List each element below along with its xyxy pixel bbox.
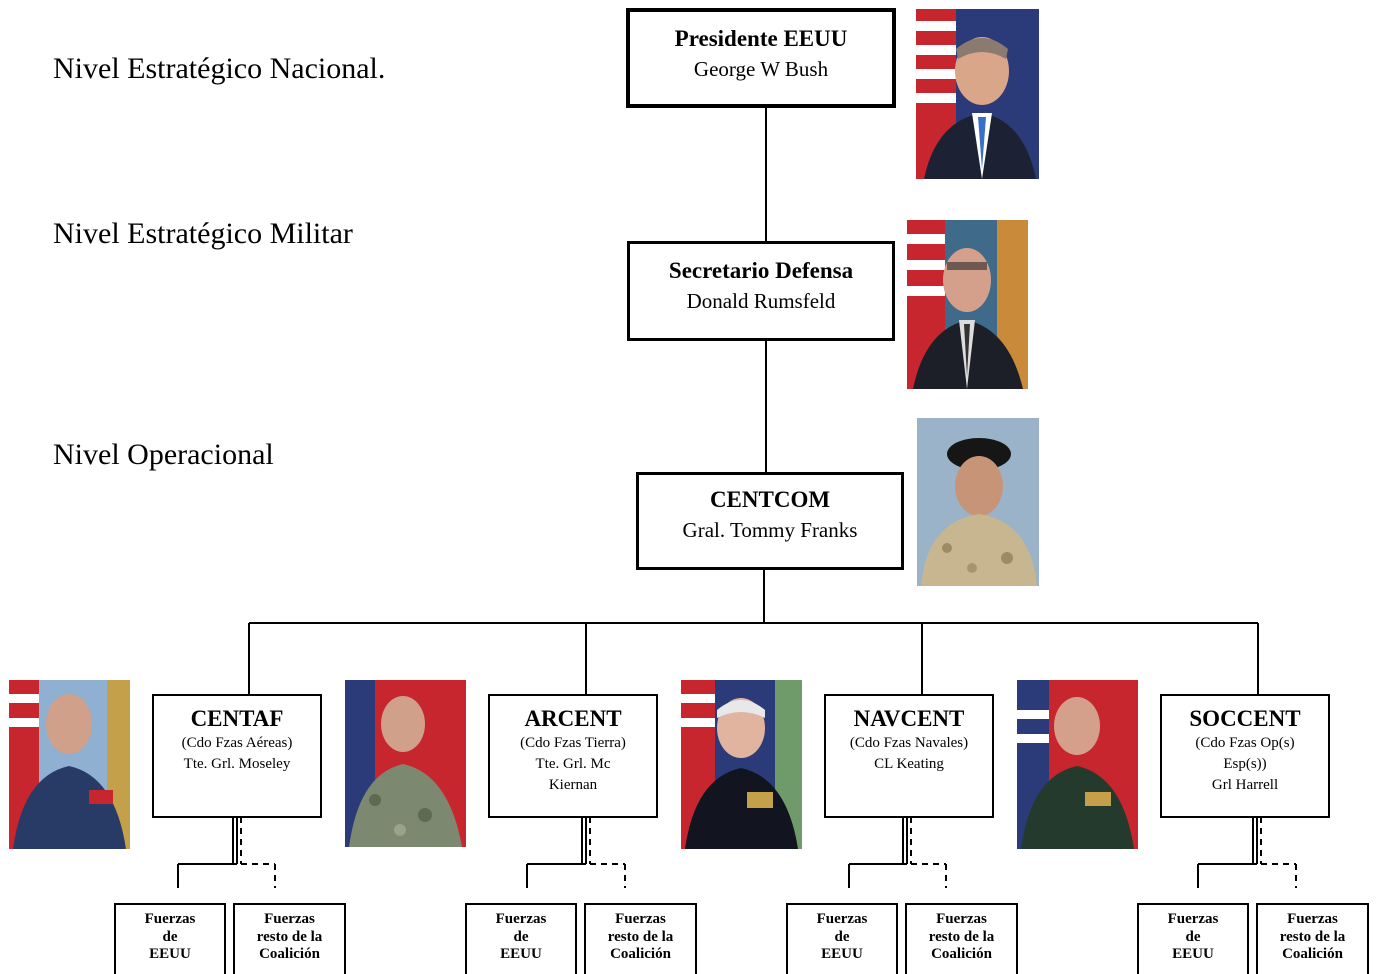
portrait-moseley	[9, 680, 130, 849]
command-line: Esp(s))	[1223, 756, 1267, 772]
secretary-title: Secretario Defensa	[668, 258, 854, 283]
centcom-title: CENTCOM	[709, 487, 831, 512]
portrait-franks	[917, 418, 1039, 586]
command-line: Kiernan	[548, 777, 598, 793]
command-line: (Cdo Fzas Aéreas)	[181, 735, 293, 751]
command-line: CL Keating	[874, 756, 944, 772]
command-line: (Cdo Fzas Navales)	[849, 735, 969, 751]
command-line: Tte. Grl. Moseley	[183, 756, 291, 772]
command-box-soccent: SOCCENT (Cdo Fzas Op(s) Esp(s)) Grl Harr…	[1160, 694, 1330, 818]
portrait-mckiernan	[345, 680, 466, 847]
portrait-keating	[681, 680, 802, 849]
level-operational: Nivel Operacional	[53, 438, 274, 471]
secretary-name: Donald Rumsfeld	[686, 289, 836, 313]
command-line: Tte. Grl. Mc	[535, 756, 611, 772]
portrait-rumsfeld	[907, 220, 1028, 389]
command-box-centaf: CENTAF (Cdo Fzas Aéreas) Tte. Grl. Mosel…	[152, 694, 322, 818]
command-line: Grl Harrell	[1211, 777, 1279, 793]
command-title: CENTAF	[190, 706, 284, 731]
president-box: Presidente EEUU George W Bush	[626, 8, 896, 108]
portrait-bush	[916, 9, 1039, 179]
president-name: George W Bush	[693, 57, 829, 81]
command-box-arcent: ARCENT (Cdo Fzas Tierra) Tte. Grl. Mc Ki…	[488, 694, 658, 818]
level-national: Nivel Estratégico Nacional.	[53, 52, 386, 85]
secretary-box: Secretario Defensa Donald Rumsfeld	[627, 241, 895, 341]
portrait-harrell	[1017, 680, 1138, 849]
command-line: (Cdo Fzas Op(s)	[1195, 735, 1295, 751]
command-title: ARCENT	[524, 706, 622, 731]
command-line: (Cdo Fzas Tierra)	[520, 735, 626, 751]
level-military: Nivel Estratégico Militar	[53, 217, 353, 250]
president-title: Presidente EEUU	[674, 26, 848, 51]
centcom-box: CENTCOM Gral. Tommy Franks	[636, 472, 904, 570]
command-title: NAVCENT	[853, 706, 965, 731]
command-title: SOCCENT	[1189, 706, 1301, 731]
centcom-name: Gral. Tommy Franks	[682, 518, 858, 542]
command-box-navcent: NAVCENT (Cdo Fzas Navales) CL Keating	[824, 694, 994, 818]
